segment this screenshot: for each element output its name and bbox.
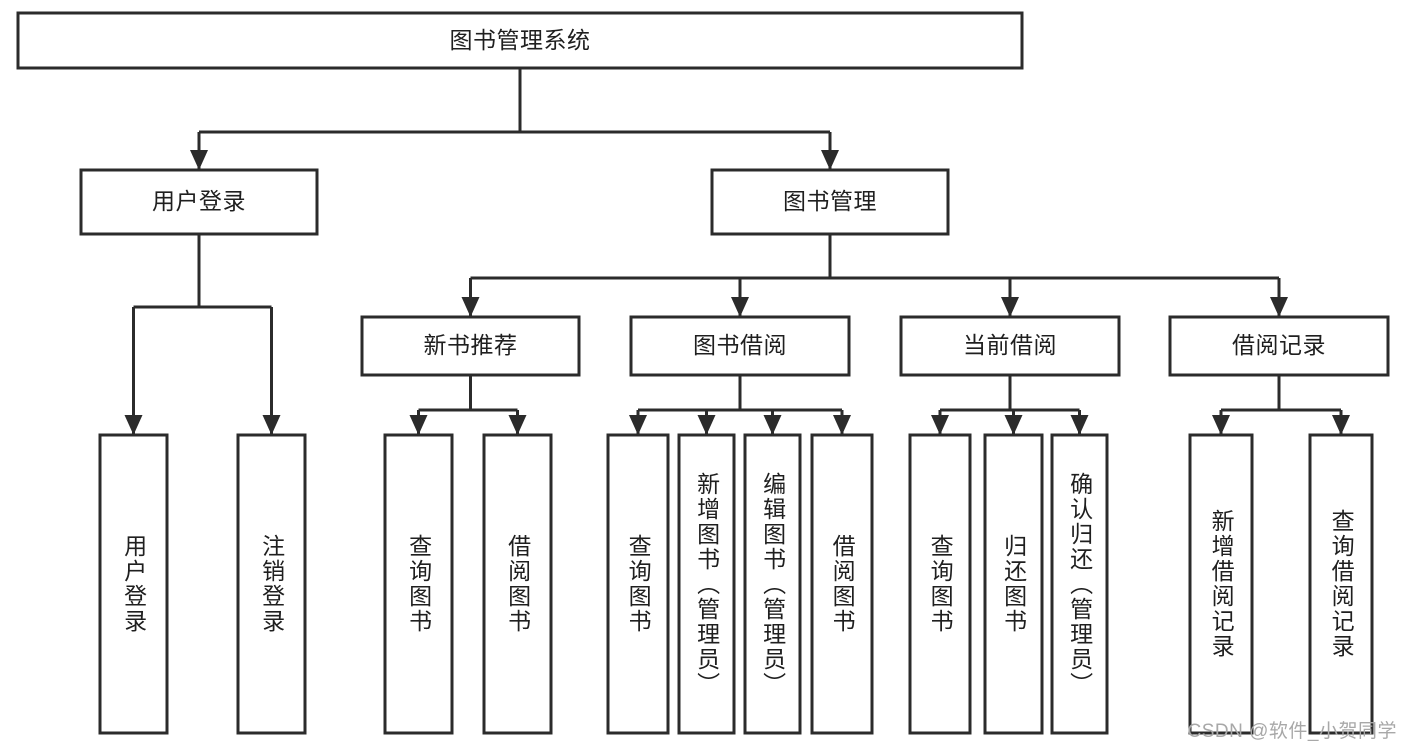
node-box-root <box>16 11 1024 70</box>
arrow-head-icon <box>763 415 782 435</box>
node-box-user-login <box>79 168 319 236</box>
node-box-leaf-confirm-return <box>1050 433 1109 735</box>
node-box-borrow-record <box>1168 315 1390 377</box>
node-box-leaf-edit-book <box>743 433 802 735</box>
arrow-head-icon <box>124 415 143 435</box>
node-box-new-book-rec <box>360 315 581 377</box>
node-box-leaf-user-login <box>98 433 169 735</box>
arrow-head-icon <box>697 415 716 435</box>
node-box-leaf-borrow-book <box>810 433 874 735</box>
node-box-leaf-add-book <box>677 433 736 735</box>
arrow-head-icon <box>461 297 480 317</box>
node-box-current-borrow <box>899 315 1121 377</box>
node-box-leaf-query-book-cur <box>908 433 972 735</box>
arrow-head-icon <box>190 150 208 170</box>
csdn-watermark: CSDN @软件_小贺同学 <box>1187 721 1397 742</box>
arrow-head-icon <box>1001 297 1019 317</box>
arrow-head-icon <box>409 415 428 435</box>
node-box-leaf-return-book <box>983 433 1044 735</box>
arrow-head-icon <box>821 150 839 170</box>
arrow-head-icon <box>1270 297 1288 317</box>
node-box-leaf-query-book <box>606 433 670 735</box>
node-box-leaf-add-record <box>1188 433 1254 735</box>
node-box-book-manage <box>710 168 950 236</box>
node-box-leaf-query-record <box>1308 433 1374 735</box>
node-box-book-borrow <box>629 315 851 377</box>
connector-layer <box>124 68 1350 435</box>
arrow-head-icon <box>629 415 647 435</box>
node-box-leaf-borrow-book-rec <box>482 433 553 735</box>
arrow-head-icon <box>931 415 949 435</box>
arrow-head-icon <box>508 415 527 435</box>
arrow-head-icon <box>262 415 281 435</box>
arrow-head-icon <box>833 415 851 435</box>
arrow-head-icon <box>1212 415 1230 435</box>
arrow-head-icon <box>1070 415 1089 435</box>
arrow-head-icon <box>731 297 749 317</box>
node-box-leaf-logout <box>236 433 307 735</box>
node-box-leaf-query-book-rec <box>383 433 454 735</box>
node-box-layer <box>16 11 1390 735</box>
arrow-head-icon <box>1004 415 1023 435</box>
arrow-head-icon <box>1332 415 1350 435</box>
